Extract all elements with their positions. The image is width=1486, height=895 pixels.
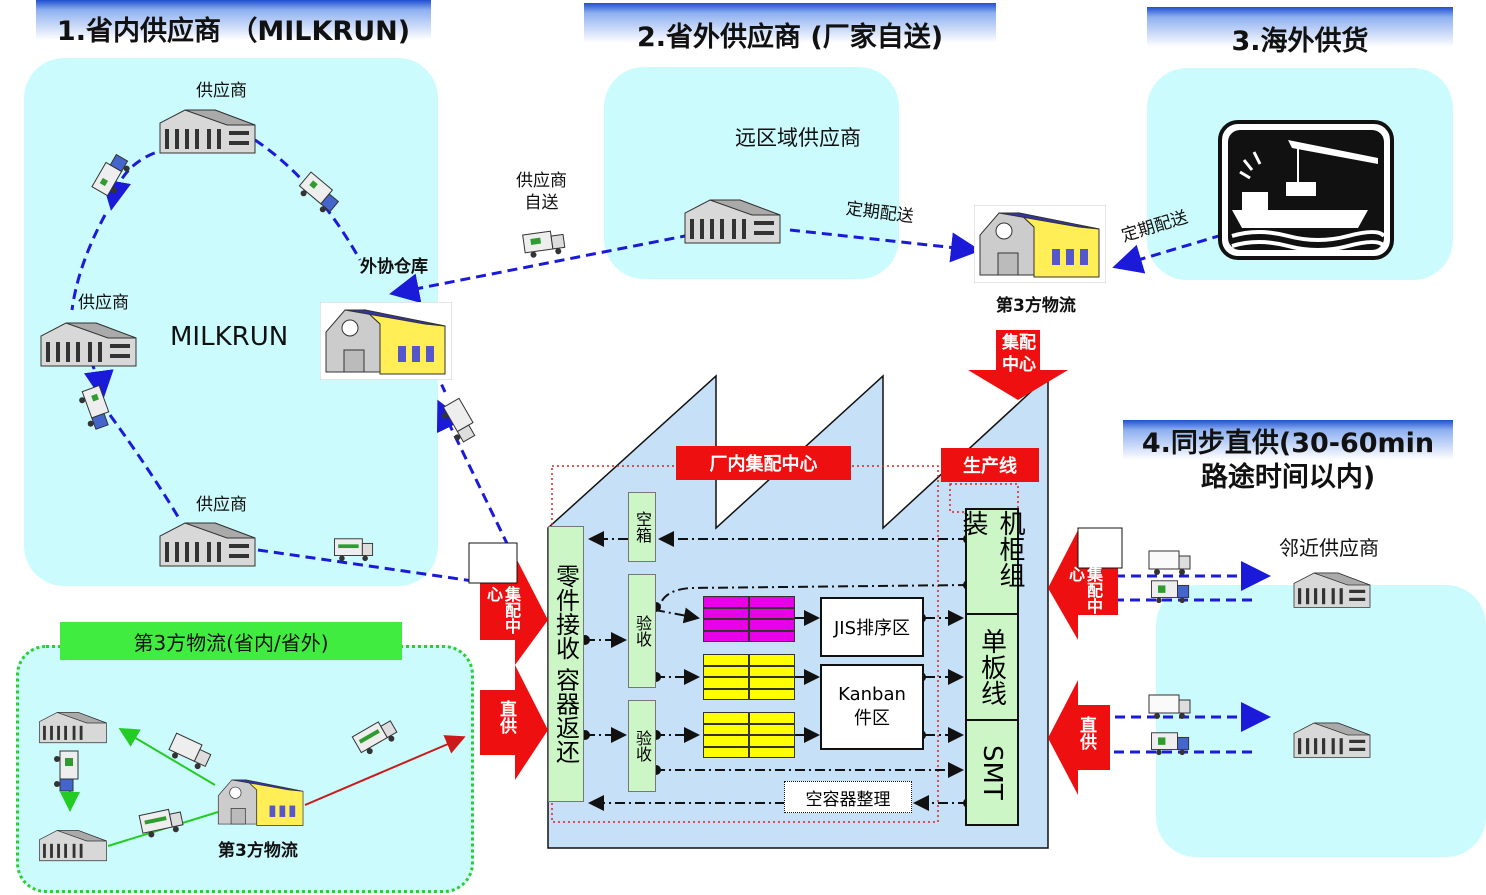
factory-icon (1293, 722, 1371, 758)
jis-sequence-area: JIS排序区 (820, 597, 924, 657)
third-party-label: 第3方物流 (996, 296, 1076, 316)
header-sync-line2: 路途时间以内) (1200, 462, 1376, 493)
milkrun-supplier-mid-label: 供应商 (78, 293, 129, 313)
header-domestic-supplier: 1.省内供应商 （MILKRUN) (36, 0, 431, 56)
truck-icon (138, 808, 184, 838)
production-lines: 机柜组装 单板线 SMT (958, 508, 1025, 826)
truck-icon (441, 397, 476, 443)
truck-icon (351, 720, 398, 755)
hub-left-tag: 集配中心 (484, 586, 521, 634)
milkrun-supplier-top-label: 供应商 (196, 81, 247, 101)
truck-icon (91, 153, 130, 197)
truck-icon (79, 384, 110, 430)
receive-return-area: 零件接收 容器返还 (548, 526, 584, 802)
factory-icon (684, 199, 781, 244)
inspect-area-2: 验收 (628, 700, 656, 792)
inspect-area-1: 验收 (628, 574, 656, 688)
truck-icon (168, 732, 212, 770)
header-sync-line1: 4.同步直供(30-60min (1141, 428, 1435, 459)
line-board: 单板线 (967, 615, 1017, 721)
empty-box-area: 空箱 (628, 492, 656, 562)
remote-supplier-label: 远区域供应商 (735, 126, 861, 150)
hub-right-tag: 集配中心 (1066, 566, 1103, 614)
factory-icon (40, 322, 137, 367)
direct-left-arrow (480, 665, 548, 780)
truck-icon (334, 538, 374, 562)
hub-right-arrow (1048, 530, 1118, 640)
kanban-line2: 件区 (854, 708, 890, 729)
line-smt: SMT (977, 744, 1007, 800)
shelf-yellow-1 (703, 654, 795, 700)
direct-right-tag: 直供 (1076, 716, 1096, 750)
shelf-yellow-2 (703, 712, 795, 758)
empty-container-area: 空容器整理 (784, 781, 912, 813)
milkrun-center-label: MILKRUN (170, 322, 289, 352)
truck-icon (54, 750, 79, 792)
self-delivery-label: 供应商 自送 (516, 170, 567, 214)
truck-icon (1151, 732, 1190, 756)
header-outer-province-supplier: 2.省外供应商 (厂家自送) (584, 3, 996, 65)
truck-icon (1151, 580, 1190, 604)
line-cabinet-assembly: 机柜组装 (958, 510, 1025, 616)
nearby-supplier-label: 邻近供应商 (1279, 536, 1379, 560)
self-delivery-line1: 供应商 (516, 171, 567, 191)
factory-icon (159, 522, 256, 567)
milkrun-supplier-bot-label: 供应商 (196, 495, 247, 515)
header-overseas: 3.海外供货 (1147, 7, 1453, 69)
truck-icon (1148, 694, 1191, 719)
kanban-line1: Kanban (838, 684, 906, 705)
direct-left-tag: 直供 (496, 700, 516, 734)
shelf-magenta (703, 596, 795, 642)
warehouse-icon (320, 302, 452, 380)
direct-right-arrow (1048, 680, 1110, 795)
truck-icon (522, 230, 566, 258)
factory-icon (1293, 572, 1371, 608)
truck-icon (298, 171, 340, 213)
third-party-title: 第3方物流(省内/省外) (60, 622, 402, 660)
self-delivery-line2: 自送 (524, 193, 559, 213)
factory-icon (39, 830, 107, 862)
factory-icon (159, 109, 256, 154)
hub-top-arrow (968, 330, 1068, 400)
warehouse-label: 外协仓库 (360, 257, 428, 277)
third-party-center-label: 第3方物流 (218, 841, 298, 861)
production-line-tag: 生产线 (941, 448, 1039, 482)
header-sync-direct: 4.同步直供(30-60min 路途时间以内) (1123, 420, 1453, 502)
factory-icon (39, 712, 107, 744)
factory-hub-tag: 厂内集配中心 (676, 446, 851, 480)
truck-icon (1148, 550, 1191, 575)
kanban-area: Kanban 件区 (820, 664, 924, 750)
warehouse-icon (217, 779, 304, 826)
panel-nearby-supplier (1156, 585, 1486, 857)
ship-crane-icon (1218, 120, 1394, 260)
hub-top-tag: 集配中心 (1002, 333, 1036, 375)
warehouse-icon (974, 205, 1106, 283)
